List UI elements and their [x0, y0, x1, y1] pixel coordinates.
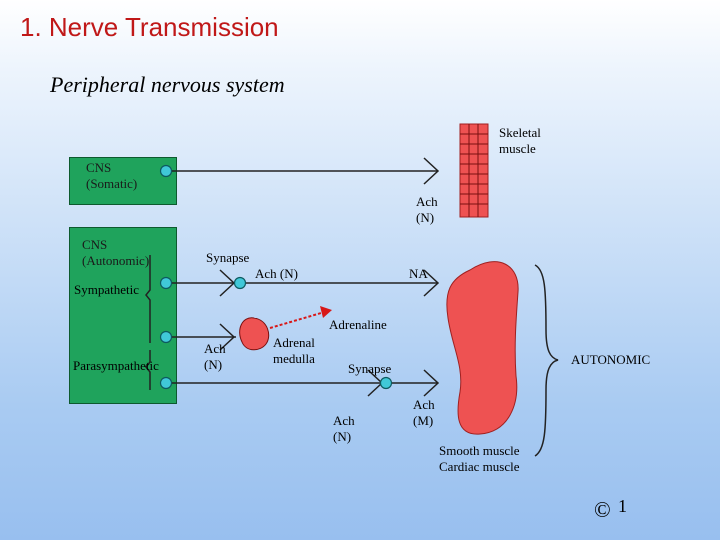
skeletal-muscle-graphic: [459, 123, 489, 218]
copyright-symbol: ©: [594, 497, 611, 522]
cns-somatic-label: CNS (Somatic): [86, 160, 138, 191]
parasympathetic-pathway: [159, 369, 440, 397]
ach-n-somatic-label: Ach (N): [416, 194, 438, 225]
cns-autonomic-box: [69, 227, 177, 404]
na-label: NA: [409, 266, 428, 281]
adrenaline-label: Adrenaline: [329, 317, 387, 332]
ach-n-adrenal-label: Ach (N): [204, 341, 226, 372]
synapse-parasympathetic-label: Synapse: [348, 361, 392, 376]
smooth-muscle-graphic: [446, 261, 519, 435]
sympathetic-pathway: [159, 269, 440, 297]
somatic-neuron: [159, 157, 440, 185]
smooth-cardiac-muscle-label: Smooth muscle Cardiac muscle: [439, 443, 520, 474]
synapse-sympathetic-label: Synapse: [206, 250, 250, 265]
slide-title: 1. Nerve Transmission: [20, 12, 279, 42]
autonomic-bracket: [534, 264, 559, 457]
skeletal-muscle-label: Skeletal muscle: [499, 125, 541, 156]
cns-autonomic-label: CNS (Autonomic): [82, 237, 150, 268]
ach-m-label: Ach (M): [413, 397, 435, 428]
page-number: 1: [618, 496, 627, 516]
parasympathetic-label: Parasympathetic: [73, 358, 159, 373]
parasympathetic-bracket: [145, 350, 151, 390]
ach-n-ganglion-label: Ach (N): [255, 266, 298, 281]
cns-somatic-box: [69, 157, 177, 205]
adrenal-medulla-label: Adrenal medulla: [273, 335, 315, 366]
sympathetic-label: Sympathetic: [74, 282, 139, 297]
slide-subtitle: Peripheral nervous system: [50, 72, 285, 97]
sympathetic-bracket: [145, 255, 151, 343]
adrenal-pathway: [159, 306, 332, 351]
ach-n-parasympathetic-label: Ach (N): [333, 413, 355, 444]
autonomic-label: AUTONOMIC: [571, 352, 651, 367]
